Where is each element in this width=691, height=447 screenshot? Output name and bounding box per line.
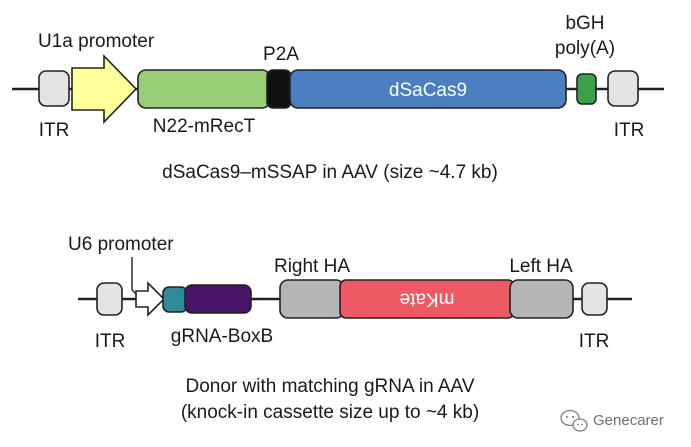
chat-bubble-icon (560, 409, 588, 432)
u6-promoter-arrow (135, 281, 166, 317)
itr-left-box-2 (96, 282, 123, 316)
construct-2: mKate U6 promoter Right HA Left HA ITR g… (68, 234, 632, 423)
u1a-promoter-label: U1a promoter (38, 31, 155, 52)
dsacas9-box (289, 69, 567, 109)
grna-box (162, 286, 188, 313)
left-ha-box (509, 279, 574, 319)
construct-2-caption-line1: Donor with matching gRNA in AAV (185, 376, 474, 397)
left-ha-label: Left HA (509, 256, 573, 277)
grna-boxb-label: gRNA-BoxB (171, 326, 273, 347)
u1a-promoter-arrow (71, 54, 138, 124)
p2a-box (266, 69, 292, 109)
bgh-polya-box (576, 73, 597, 105)
right-ha-label: Right HA (274, 256, 350, 277)
u6-promoter-label: U6 promoter (68, 234, 174, 255)
itr-right-label-1: ITR (614, 120, 645, 141)
itr-left-label-2: ITR (95, 331, 126, 352)
n22-mrect-label: N22-mRecT (153, 116, 256, 137)
bgh-label: bGH (565, 13, 604, 34)
itr-right-label-2: ITR (579, 331, 610, 352)
watermark-text: Genecarer (593, 412, 664, 429)
p2a-label: P2A (263, 44, 299, 65)
n22-mrect-box (137, 69, 271, 109)
construct-1-caption: dSaCas9–mSSAP in AAV (size ~4.7 kb) (162, 162, 498, 183)
itr-left-label-1: ITR (39, 120, 70, 141)
mkate-label: mKate (400, 289, 455, 310)
itr-right-box-1 (607, 70, 639, 107)
itr-right-box-2 (581, 282, 608, 316)
boxb-box (184, 284, 252, 314)
construct-2-caption-line2: (knock-in cassette size up to ~4 kb) (181, 402, 479, 423)
construct-1: dSaCas9 U1a promoter P2A bGH poly(A) ITR… (12, 13, 664, 183)
itr-left-box-1 (38, 70, 70, 107)
watermark: Genecarer (560, 409, 664, 432)
polya-label: poly(A) (555, 38, 615, 59)
u6-promoter-pointer (131, 257, 139, 297)
right-ha-box (279, 279, 345, 319)
dsacas9-label: dSaCas9 (389, 80, 467, 101)
